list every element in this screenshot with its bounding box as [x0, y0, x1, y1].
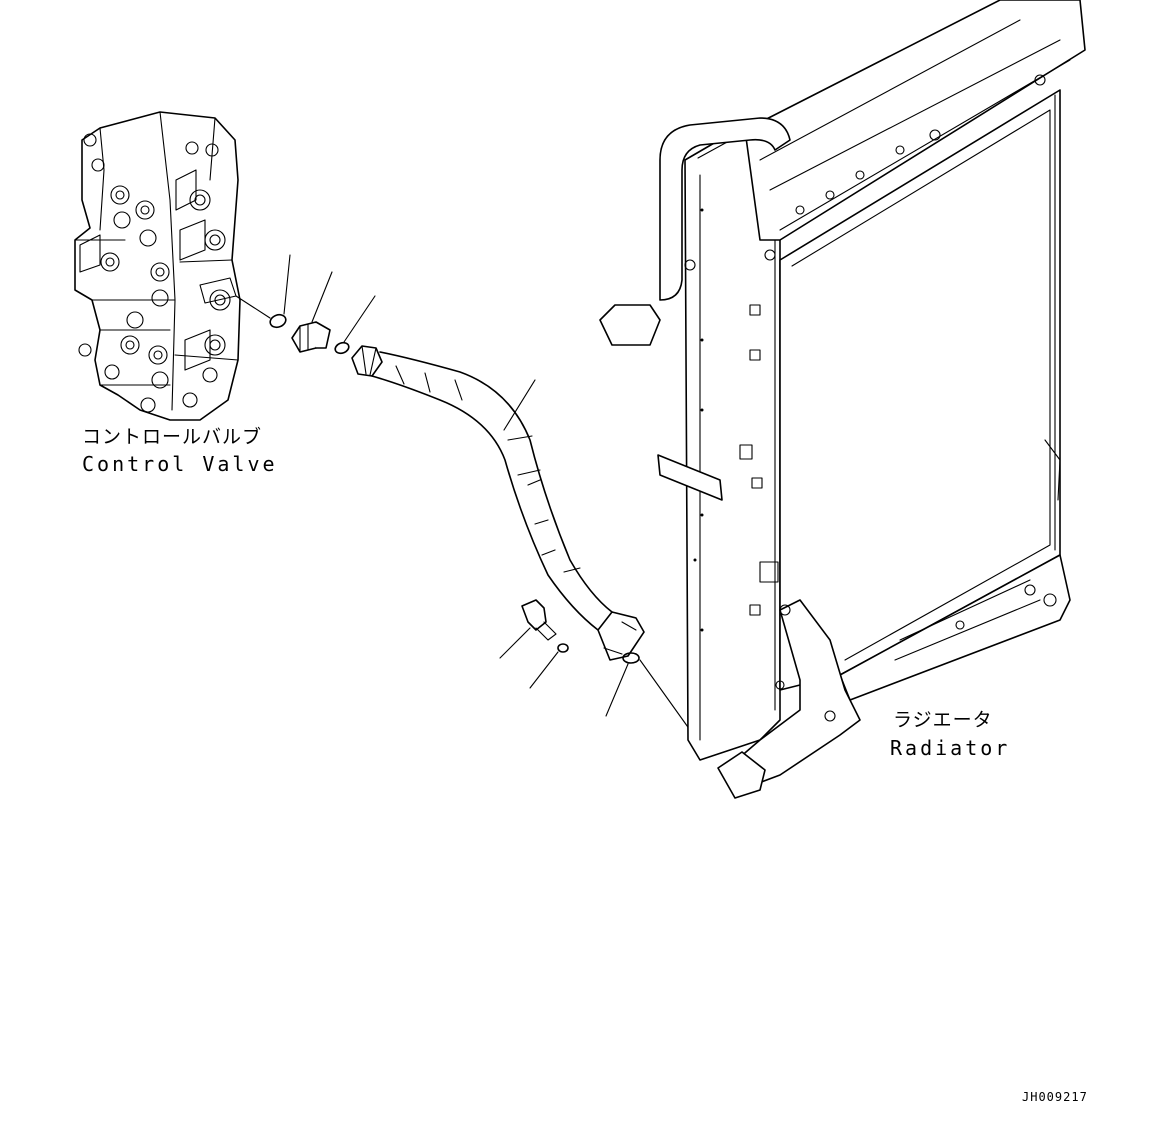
control-valve-label-en: Control Valve	[82, 452, 278, 476]
radiator-label-jp: ラジエータ	[893, 709, 993, 731]
drawing-id: JH009217	[1022, 1090, 1088, 1104]
leader-lines	[283, 254, 691, 731]
control-valve-label-jp: コントロールバルブ	[82, 426, 263, 448]
fitting-parts	[235, 295, 383, 377]
control-valve-drawing	[74, 111, 241, 421]
radiator-label-en: Radiator	[890, 736, 1011, 760]
hose-drawing	[371, 351, 645, 664]
radiator-drawing	[599, 0, 1086, 799]
